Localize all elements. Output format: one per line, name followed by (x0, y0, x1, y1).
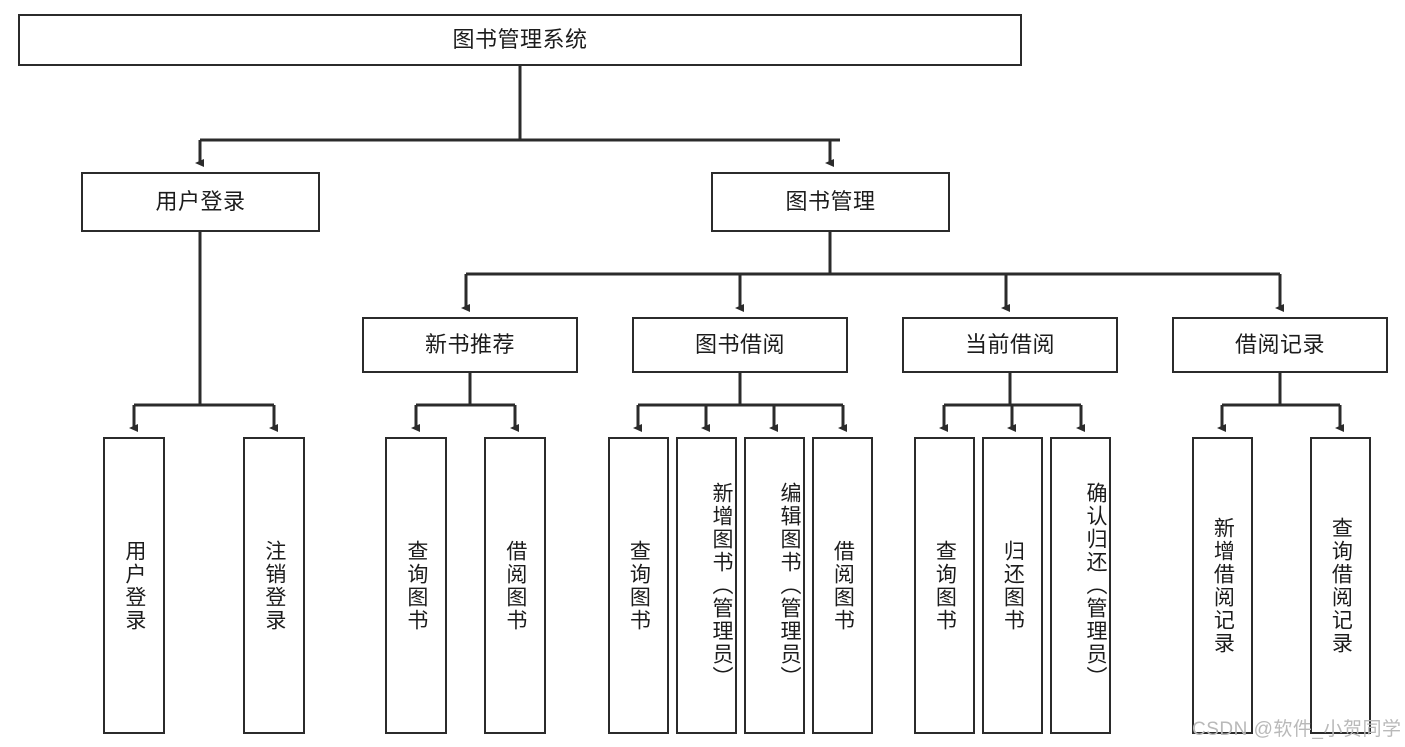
node-current-borrow-label: 当前借阅 (964, 331, 1055, 357)
node-borrow-record[interactable]: 借阅记录 (1172, 317, 1388, 373)
csdn-watermark: CSDN @软件_小贺同学 (1192, 719, 1402, 740)
node-book-management[interactable]: 图书管理 (711, 172, 950, 232)
node-user-login[interactable]: 用户登录 (81, 172, 320, 232)
node-new-book-recommend-label: 新书推荐 (424, 331, 515, 357)
leaf-borrow-book[interactable]: 借阅图书 (812, 437, 873, 734)
node-book-borrow-label: 图书借阅 (694, 331, 785, 357)
leaf-query-book-current[interactable]: 查询图书 (914, 437, 975, 734)
leaf-edit-book-admin[interactable]: 编辑图书（管理员） (744, 437, 805, 734)
leaf-confirm-return-admin[interactable]: 确认归还（管理员） (1050, 437, 1111, 734)
node-new-book-recommend[interactable]: 新书推荐 (362, 317, 578, 373)
leaf-query-book-borrow[interactable]: 查询图书 (608, 437, 669, 734)
leaf-user-login[interactable]: 用户登录 (103, 437, 165, 734)
node-current-borrow[interactable]: 当前借阅 (902, 317, 1118, 373)
node-root-label: 图书管理系统 (452, 26, 588, 52)
node-borrow-record-label: 借阅记录 (1234, 331, 1325, 357)
leaf-logout-login[interactable]: 注销登录 (243, 437, 305, 734)
leaf-borrow-book-recommend[interactable]: 借阅图书 (484, 437, 546, 734)
node-book-borrow[interactable]: 图书借阅 (632, 317, 848, 373)
node-user-login-label: 用户登录 (155, 188, 246, 214)
leaf-return-book[interactable]: 归还图书 (982, 437, 1043, 734)
leaf-query-borrow-record[interactable]: 查询借阅记录 (1310, 437, 1371, 734)
leaf-query-book-recommend[interactable]: 查询图书 (385, 437, 447, 734)
node-root[interactable]: 图书管理系统 (18, 14, 1022, 66)
leaf-add-book-admin[interactable]: 新增图书（管理员） (676, 437, 737, 734)
node-book-management-label: 图书管理 (785, 188, 876, 214)
leaf-add-borrow-record[interactable]: 新增借阅记录 (1192, 437, 1253, 734)
